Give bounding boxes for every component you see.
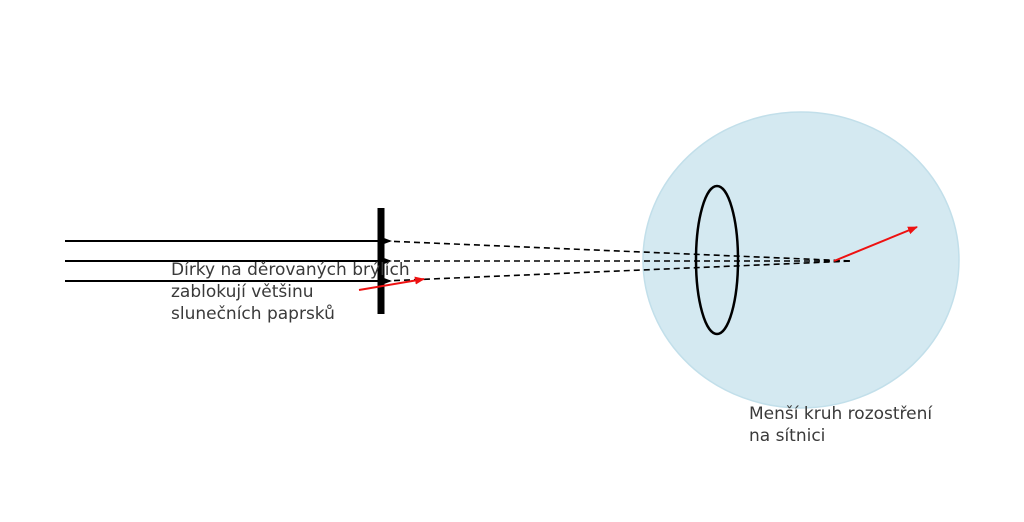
pinhole-pointer-arrow <box>358 276 425 291</box>
eye-lens <box>694 184 740 336</box>
retina-annotation-line-1: Menší kruh rozostření <box>749 404 933 424</box>
dashed-ray-top <box>383 240 853 262</box>
pinhole-annotation-line-2: zablokují většinu <box>171 282 314 302</box>
retina-annotation: Menší kruh rozostření na sítnici <box>749 403 932 447</box>
pinhole-annotation: Dírky na děrovaných brýlích zablokují vě… <box>171 259 410 325</box>
pinhole-annotation-line-1: Dírky na děrovaných brýlích <box>171 260 410 280</box>
dashed-ray-bottom <box>383 260 853 282</box>
eyeball <box>642 111 960 409</box>
retina-annotation-line-2: na sítnici <box>749 426 826 446</box>
pinhole-annotation-line-3: slunečních paprsků <box>171 304 335 324</box>
retina-pointer-arrow <box>833 226 918 262</box>
